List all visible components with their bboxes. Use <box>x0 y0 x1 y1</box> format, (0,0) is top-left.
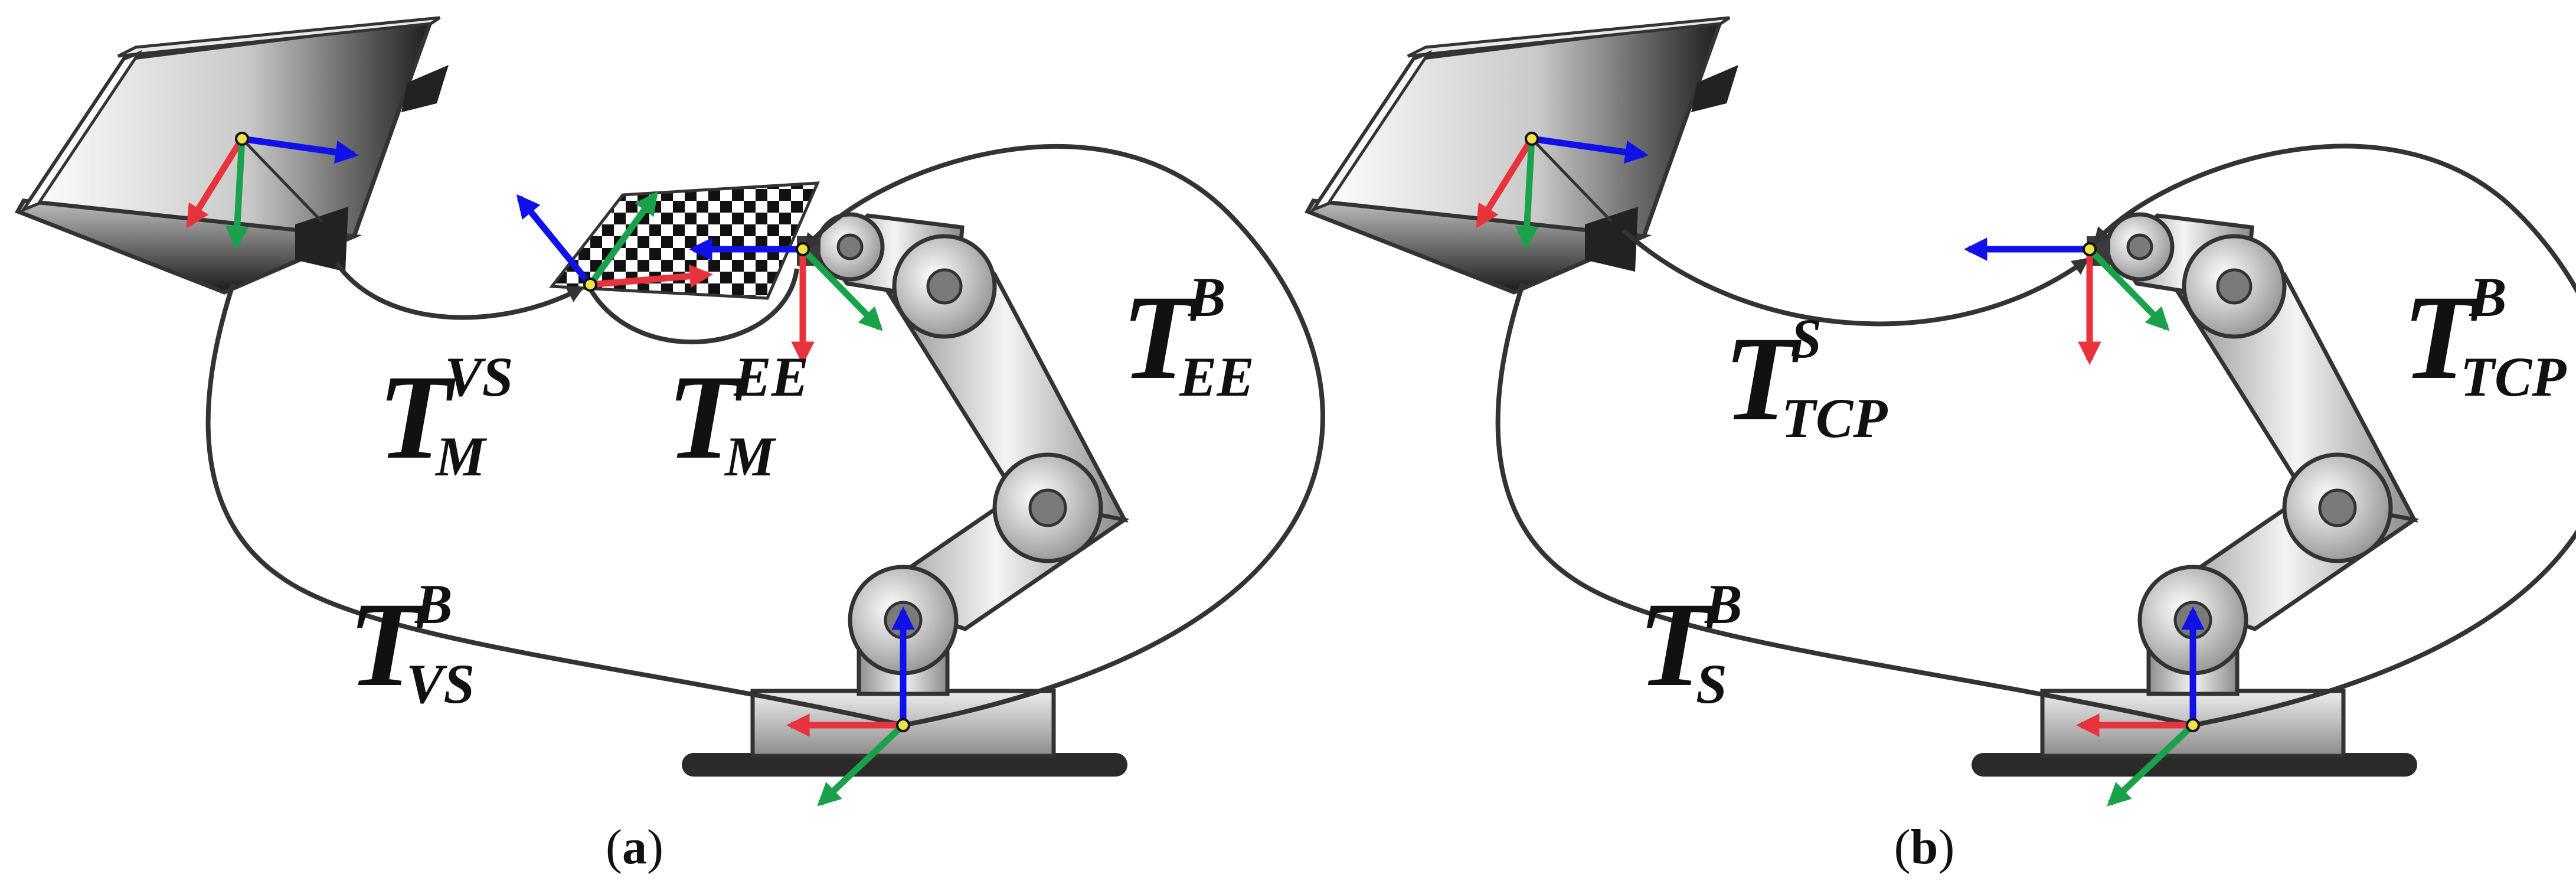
chain-sensor-to-tcp <box>1622 229 2090 327</box>
frame-camera-b <box>1476 132 1649 250</box>
chain-base-to-tcp <box>2093 144 2576 728</box>
chain-base-to-ee <box>803 144 1325 728</box>
caption-a: (a) <box>606 820 663 875</box>
frame-marker <box>516 191 713 292</box>
chessboard-marker <box>549 181 820 300</box>
camera-sensor-a <box>14 16 449 295</box>
frame-camera-a <box>186 132 359 250</box>
caption-b: (b) <box>1894 820 1955 875</box>
transform-chains-a <box>205 144 1325 728</box>
frame-base-b <box>2076 606 2205 807</box>
chain-marker-to-ee <box>585 268 799 345</box>
frame-tcp <box>1964 237 2170 365</box>
camera-sensor-b <box>1304 16 1738 295</box>
frame-base-a <box>786 606 915 807</box>
chain-base-to-vs <box>205 282 904 728</box>
chain-base-to-sensor <box>1495 282 2193 728</box>
chain-vs-to-marker <box>334 261 585 320</box>
frame-end-effector-a <box>689 237 883 365</box>
transform-chains-b <box>1495 144 2576 728</box>
